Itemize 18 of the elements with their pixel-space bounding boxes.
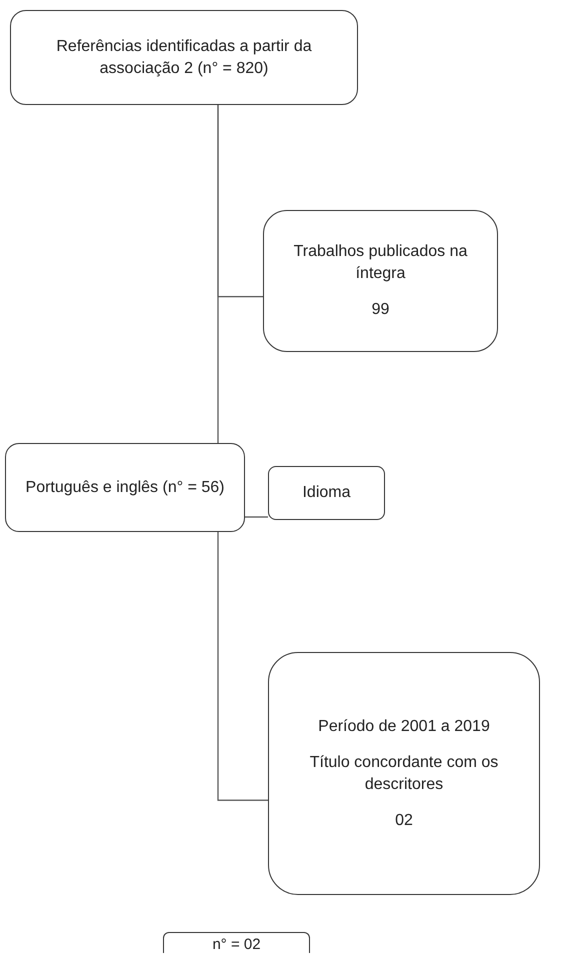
- process-box: [268, 466, 385, 520]
- box-text: 99: [372, 300, 390, 320]
- box-text: Trabalhos publicados na íntegra: [292, 242, 468, 284]
- connector-line: [217, 532, 268, 801]
- box-text: Português e inglês (n° = 56): [26, 478, 224, 498]
- box-text: Título concordante com os descritores: [308, 752, 500, 794]
- box-text: 02: [395, 810, 413, 830]
- connector-line: [217, 105, 219, 443]
- box-text: Referências identificadas a partir da associação 2 (n° = 820): [55, 36, 313, 78]
- process-box: [5, 443, 245, 532]
- process-box: [268, 652, 540, 895]
- process-box: [263, 210, 498, 352]
- process-box: [163, 932, 310, 953]
- connector-line: [245, 516, 268, 518]
- process-box: [10, 10, 358, 105]
- box-text: Período de 2001 a 2019: [318, 716, 490, 736]
- box-text: Idioma: [302, 483, 351, 503]
- box-text: n° = 02: [212, 935, 261, 954]
